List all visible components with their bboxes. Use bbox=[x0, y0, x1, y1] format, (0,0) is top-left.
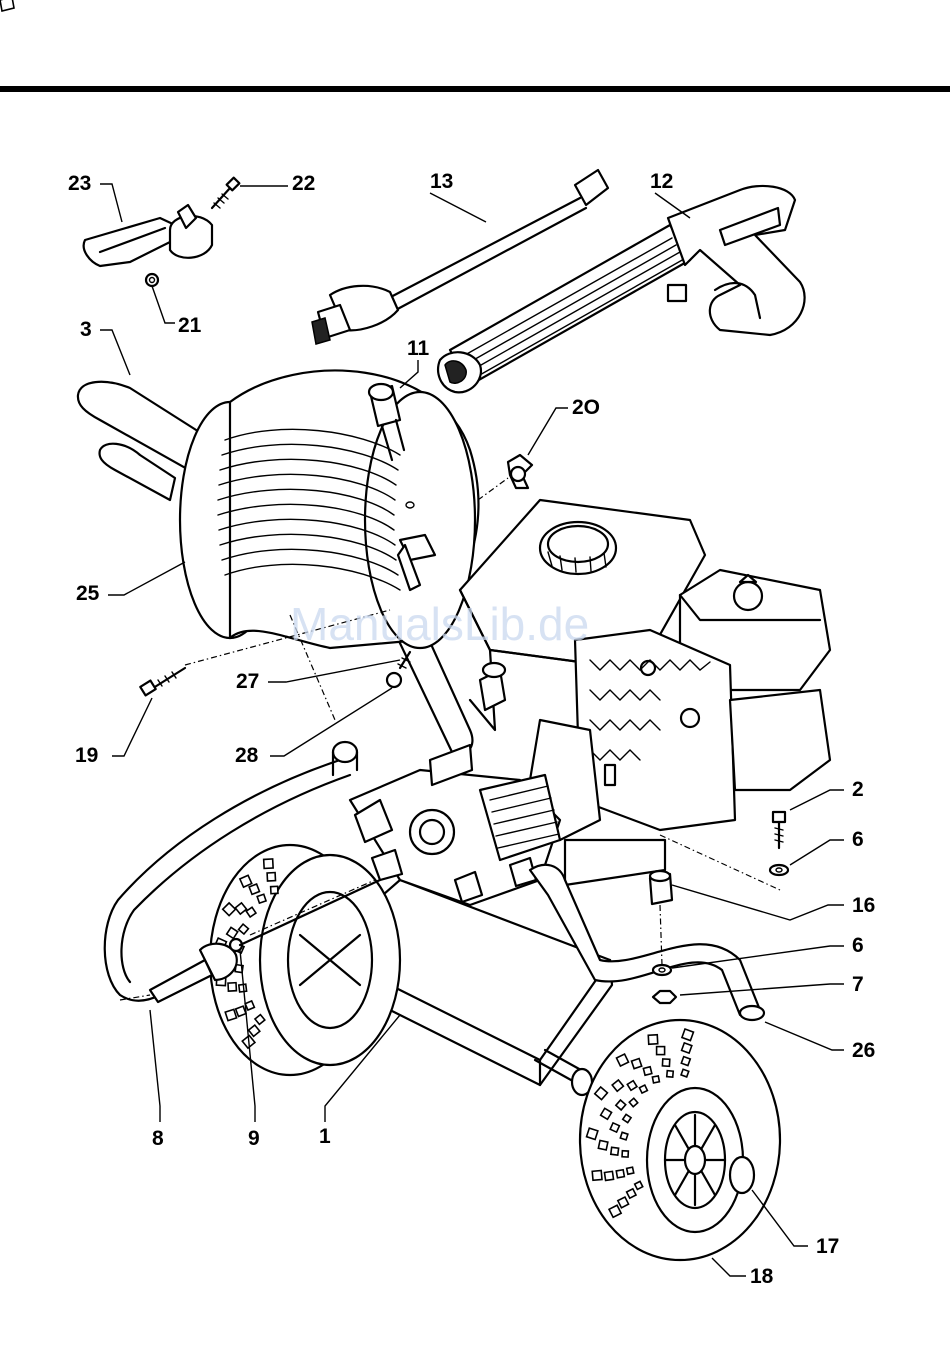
tread-block bbox=[667, 1071, 674, 1078]
wing-nut-part bbox=[508, 455, 532, 488]
tread-block bbox=[604, 1171, 613, 1180]
tread-block bbox=[620, 1132, 628, 1140]
callout-7: 7 bbox=[852, 973, 864, 996]
callout-9: 9 bbox=[248, 1127, 260, 1150]
callout-13: 13 bbox=[430, 170, 453, 193]
tread-block bbox=[228, 983, 236, 991]
wheel-front-right-part bbox=[580, 1020, 780, 1260]
spray-gun-part bbox=[438, 186, 804, 392]
washer-6-upper-part bbox=[770, 865, 788, 875]
callout-3: 3 bbox=[80, 318, 92, 341]
tread-block bbox=[587, 1128, 598, 1139]
washer-6-lower-part bbox=[653, 965, 671, 975]
tread-block bbox=[610, 1123, 619, 1132]
tread-block bbox=[643, 1067, 651, 1075]
tread-block bbox=[611, 1147, 619, 1155]
callout-2: 2 bbox=[852, 778, 864, 801]
tread-block bbox=[648, 1035, 657, 1044]
watermark: ManualsLib.de bbox=[290, 598, 589, 650]
tread-block bbox=[632, 1059, 642, 1069]
tread-block bbox=[598, 1140, 607, 1149]
tread-block bbox=[225, 1009, 236, 1020]
tread-block bbox=[249, 884, 259, 894]
callout-28: 28 bbox=[235, 744, 259, 767]
callout-27: 27 bbox=[236, 670, 259, 693]
tread-block bbox=[245, 1001, 254, 1010]
spacer-16-part bbox=[650, 871, 672, 904]
callout-23: 23 bbox=[68, 172, 91, 195]
pump-part bbox=[350, 745, 560, 905]
bolt-2-part bbox=[773, 812, 785, 848]
tread-block bbox=[236, 1006, 246, 1016]
tread-block bbox=[681, 1069, 689, 1077]
tread-block bbox=[257, 894, 266, 903]
callout-6-upper: 6 bbox=[852, 828, 864, 851]
callout-22: 22 bbox=[292, 172, 315, 195]
tread-block bbox=[622, 1151, 628, 1157]
tread-block bbox=[682, 1043, 692, 1053]
nut-7-part bbox=[653, 991, 676, 1003]
tread-block bbox=[657, 1047, 665, 1055]
callout-12: 12 bbox=[650, 170, 673, 193]
callout-25: 25 bbox=[76, 582, 100, 605]
tread-block bbox=[627, 1167, 634, 1174]
tread-block bbox=[682, 1029, 694, 1041]
callout-26: 26 bbox=[852, 1039, 875, 1062]
tread-block bbox=[681, 1057, 690, 1066]
tread-block bbox=[662, 1059, 669, 1066]
tread-block bbox=[264, 859, 273, 868]
screw-22-part bbox=[212, 178, 239, 208]
callout-11: 11 bbox=[407, 337, 430, 360]
callout-20: 2O bbox=[572, 396, 600, 419]
callout-18: 18 bbox=[750, 1265, 774, 1288]
tread-block bbox=[635, 1181, 643, 1189]
callout-8: 8 bbox=[152, 1127, 164, 1150]
callout-16: 16 bbox=[852, 894, 875, 917]
callout-21: 21 bbox=[178, 314, 202, 337]
tread-block bbox=[271, 886, 278, 893]
tread-block bbox=[616, 1170, 624, 1178]
callout-1: 1 bbox=[319, 1125, 331, 1148]
tread-block bbox=[652, 1076, 659, 1083]
callout-19: 19 bbox=[75, 744, 98, 767]
callout-17: 17 bbox=[816, 1235, 839, 1258]
tread-block bbox=[639, 1085, 647, 1093]
tread-block bbox=[592, 1171, 602, 1181]
nut-21-part bbox=[146, 274, 158, 286]
hose-holder-part bbox=[84, 205, 212, 266]
tread-block bbox=[267, 873, 275, 881]
callout-6-lower: 6 bbox=[852, 934, 864, 957]
bolt-19-part bbox=[140, 668, 185, 695]
nut-28-part bbox=[387, 673, 401, 687]
